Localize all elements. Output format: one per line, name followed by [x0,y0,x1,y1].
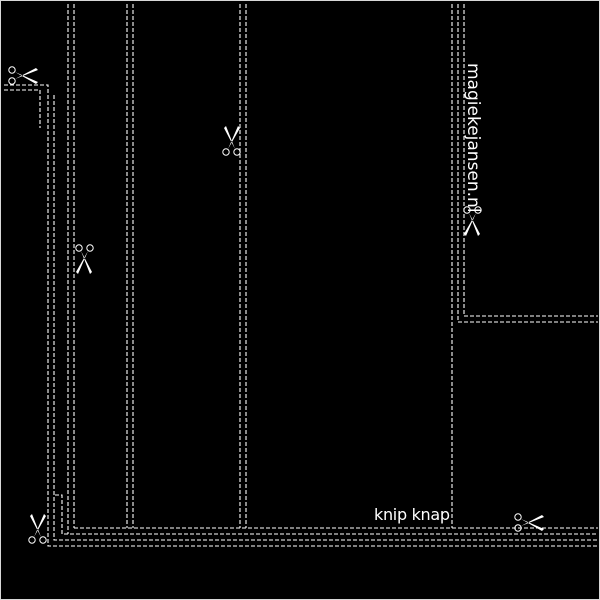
scissors-icon [8,66,38,85]
scissors-icon [75,244,94,274]
strip-left-outer-line [4,84,598,547]
strip-left-inner-line-2 [53,95,598,541]
right-panel-inner-line [463,4,598,317]
strip-left-step-line [55,494,598,535]
strip-left-inner-line [4,89,41,128]
website-caption: magiekejansen.nl [463,63,483,213]
bottom-caption: knip knap [374,505,450,524]
scissors-icon [222,126,241,156]
scissors-icon [28,514,47,544]
scissors-icon [514,513,544,532]
right-panel-outer-line [457,4,598,323]
scissors-icon [463,206,482,236]
